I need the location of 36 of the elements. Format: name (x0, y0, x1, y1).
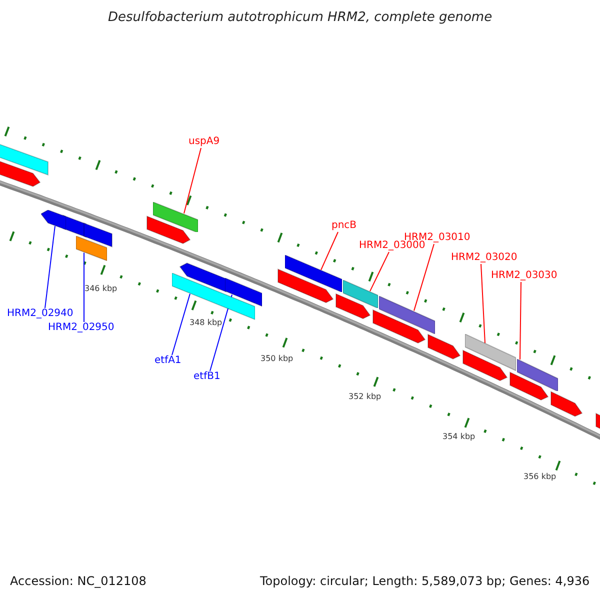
leader-line (370, 252, 390, 292)
gene-label: etfB1 (194, 371, 220, 383)
gene-bar (285, 255, 342, 292)
gene-label: HRM2_03020 (451, 252, 518, 264)
gene-label: etfA1 (154, 355, 182, 367)
scale-label: 354 kbp (442, 432, 476, 440)
leader-line (414, 244, 434, 312)
gene-bar (465, 334, 516, 372)
gene-bar (41, 210, 66, 230)
gene-bar (76, 236, 107, 261)
leader-line (172, 293, 190, 356)
scale-label: 350 kbp (260, 354, 294, 362)
footer-text: Topology: circular; Length: 5,589,073 bp; Genes: 4,936 (260, 574, 590, 588)
gene-bar (172, 273, 255, 320)
gene-label: uspA9 (188, 136, 220, 148)
gene-bar (225, 278, 262, 307)
leader-line (480, 264, 486, 344)
gene-label: pncB (332, 220, 357, 232)
leader-line (320, 232, 338, 270)
gene-label: HRM2_03030 (491, 270, 558, 282)
gene-bar (153, 202, 198, 232)
scale-label: 352 kbp (348, 392, 382, 400)
scale-label: 356 kbp (524, 472, 556, 480)
gene-label: HRM2_02940 (7, 308, 74, 320)
gene-bar (517, 358, 558, 392)
gene-label: HRM2_02950 (48, 322, 114, 334)
leader-line (44, 226, 56, 308)
scale-label: 346 kbp (84, 284, 118, 292)
title: Desulfobacterium autotrophicum HRM2, complete genome (108, 10, 492, 25)
footer-text: Accession: NC_012108 (10, 574, 146, 588)
scale-label: 348 kbp (190, 318, 222, 326)
gene-label: HRM2_03000 (359, 240, 426, 252)
leader-line (520, 282, 522, 360)
gene-bar (343, 280, 378, 308)
gene-bar (379, 296, 435, 334)
leader-line (184, 148, 202, 214)
